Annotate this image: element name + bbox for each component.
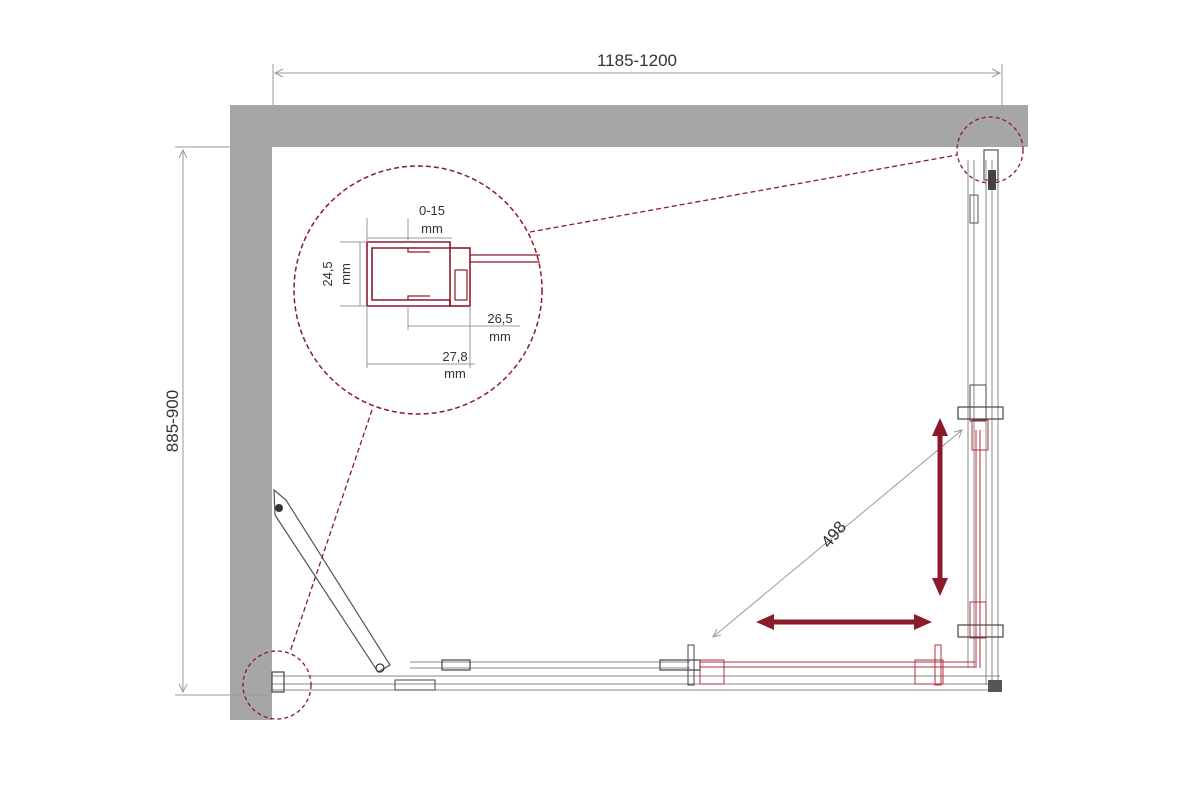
height-unit-label: mm (338, 263, 353, 285)
stabilizer-bar (273, 488, 391, 673)
depth-label: 885-900 (163, 390, 182, 452)
depth-dimension: 885-900 (163, 146, 272, 696)
top-right-callout-circle (956, 116, 1024, 184)
right-side-panel (957, 149, 1004, 685)
walls (230, 105, 1028, 720)
detail-callouts (242, 116, 1024, 720)
bottom-left-callout-circle (242, 650, 312, 720)
top-wall (230, 105, 1028, 147)
width-label: 1185-1200 (597, 51, 677, 70)
magnified-profile: 0-15 mm 24,5 mm 26,5 mm 27,8 mm (320, 203, 540, 381)
bottom-front-panel (271, 644, 1002, 693)
inner-unit-label: mm (489, 329, 511, 344)
outer-unit-label: mm (444, 366, 466, 381)
adjust-unit-label: mm (421, 221, 443, 236)
adjust-value-label: 0-15 (419, 203, 445, 218)
left-wall (230, 105, 272, 720)
magnified-detail-circle (293, 165, 543, 415)
slide-direction-arrows (756, 418, 948, 630)
height-value-label: 24,5 (320, 261, 335, 286)
width-dimension: 1185-1200 (272, 51, 1003, 105)
inner-value-label: 26,5 (487, 311, 512, 326)
door-opening-dimension: 498 (712, 429, 963, 638)
outer-value-label: 27,8 (442, 349, 467, 364)
